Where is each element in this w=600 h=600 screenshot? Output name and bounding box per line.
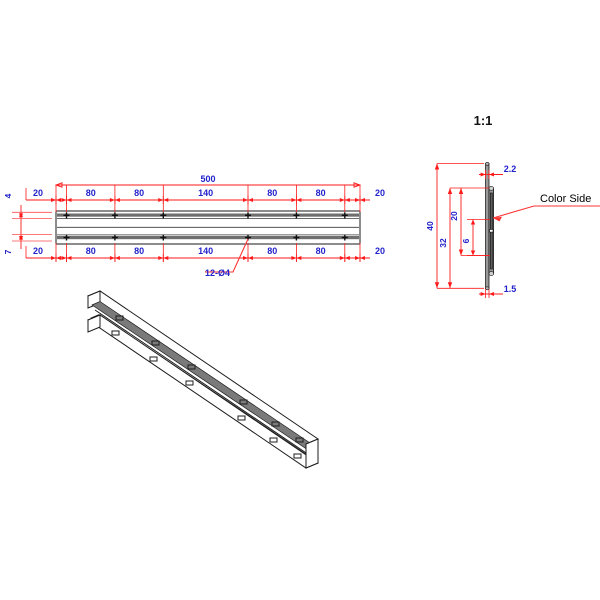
scale-label: 1:1 — [474, 113, 493, 128]
knuckle-bottom — [488, 271, 494, 276]
plan-extension-lines-bottom — [25, 243, 361, 262]
plan-hole-marks — [63, 212, 348, 241]
dim-label-1-5: 1.5 — [504, 284, 517, 294]
dim-section-40 — [434, 163, 484, 289]
dim-label-20: 20 — [449, 211, 459, 221]
plan-plate-body — [55, 210, 361, 245]
dim-section-6 — [467, 219, 490, 256]
dim-label: 80 — [86, 188, 96, 198]
plan-extension-lines-top — [25, 185, 361, 212]
dim-section-2-2 — [479, 170, 503, 179]
iso-hole — [115, 315, 124, 321]
dim-label: 80 — [86, 246, 96, 256]
dim-label: 140 — [198, 188, 213, 198]
dim-label: 140 — [198, 246, 213, 256]
hole-row-top — [63, 212, 348, 219]
iso-knuckle-upper — [91, 301, 317, 451]
hole-mark — [63, 212, 70, 219]
hole-mark — [111, 234, 118, 241]
hole-mark — [293, 212, 300, 219]
hole-mark — [245, 212, 251, 219]
dim-chain-top-labels: 20 80 80 140 80 80 20 — [33, 188, 385, 198]
dim-label-2-2: 2.2 — [504, 164, 517, 174]
dim-label-left-top: 4 — [3, 193, 13, 198]
iso-end-cap-left-lower — [87, 314, 101, 333]
dim-label-left-bottom: 7 — [3, 249, 13, 254]
iso-hole — [293, 453, 302, 459]
leaf-outer — [485, 163, 490, 289]
dim-label: 20 — [375, 188, 385, 198]
hole-mark — [160, 234, 167, 241]
hole-mark — [160, 212, 167, 219]
upper-knuckle-band — [57, 213, 359, 217]
dim-label: 20 — [375, 246, 385, 256]
iso-hole — [185, 380, 194, 386]
dim-label: 80 — [134, 246, 144, 256]
hole-callout-leader — [205, 238, 249, 273]
dim-label: 20 — [33, 246, 43, 256]
iso-hole — [151, 340, 160, 346]
dim-label-40: 40 — [425, 221, 435, 231]
leaf-end-bottom — [485, 286, 490, 291]
mid-slot — [489, 229, 494, 233]
dim-overall-label: 500 — [200, 174, 215, 184]
hole-callout-label: 12-Ø4 — [205, 268, 230, 278]
leaf-end-top — [485, 162, 490, 166]
leader-arrow-icon — [493, 216, 502, 222]
dim-label: 80 — [134, 188, 144, 198]
dim-label: 20 — [33, 188, 43, 198]
iso-hole — [239, 399, 248, 405]
hole-mark — [63, 234, 70, 241]
iso-hole — [271, 421, 280, 427]
iso-leaf-front — [86, 314, 320, 469]
lower-knuckle-band — [57, 236, 359, 240]
dim-label-6: 6 — [461, 238, 471, 243]
hole-mark — [341, 212, 348, 219]
dim-left-vertical — [12, 205, 52, 249]
plan-view-group: 500 — [3, 174, 385, 278]
dim-label: 80 — [316, 246, 326, 256]
dim-overall-500 — [54, 182, 362, 188]
iso-hole — [149, 356, 158, 362]
hole-mark — [293, 234, 300, 241]
dim-label: 80 — [267, 188, 277, 198]
dim-chain-bottom-labels: 20 80 80 140 80 80 20 — [33, 246, 385, 256]
dim-section-1-5 — [479, 289, 503, 298]
color-side-leader — [492, 205, 600, 222]
color-side-note: Color Side — [540, 193, 591, 205]
iso-end-cap-right — [305, 438, 319, 469]
iso-holes-lower — [111, 330, 302, 459]
iso-hole — [237, 415, 246, 421]
section-profile — [485, 162, 494, 291]
dim-chain-bottom — [26, 254, 370, 262]
isometric-view-group — [86, 290, 320, 469]
knuckle-top — [488, 186, 494, 191]
iso-hinge-pin — [94, 309, 319, 462]
iso-hole — [111, 330, 120, 336]
dim-label: 80 — [267, 246, 277, 256]
iso-hole — [269, 437, 278, 443]
dim-label: 80 — [316, 188, 326, 198]
dim-label-32: 32 — [438, 238, 448, 248]
iso-holes-upper — [115, 315, 304, 443]
hole-mark — [341, 234, 348, 241]
hole-mark — [111, 212, 118, 219]
iso-leaf-back — [86, 290, 320, 445]
dim-section-32 — [447, 187, 489, 289]
iso-hole — [187, 364, 196, 370]
iso-hole — [295, 437, 304, 443]
dim-chain-top — [26, 196, 370, 204]
section-view-group: 1:1 — [425, 113, 600, 298]
